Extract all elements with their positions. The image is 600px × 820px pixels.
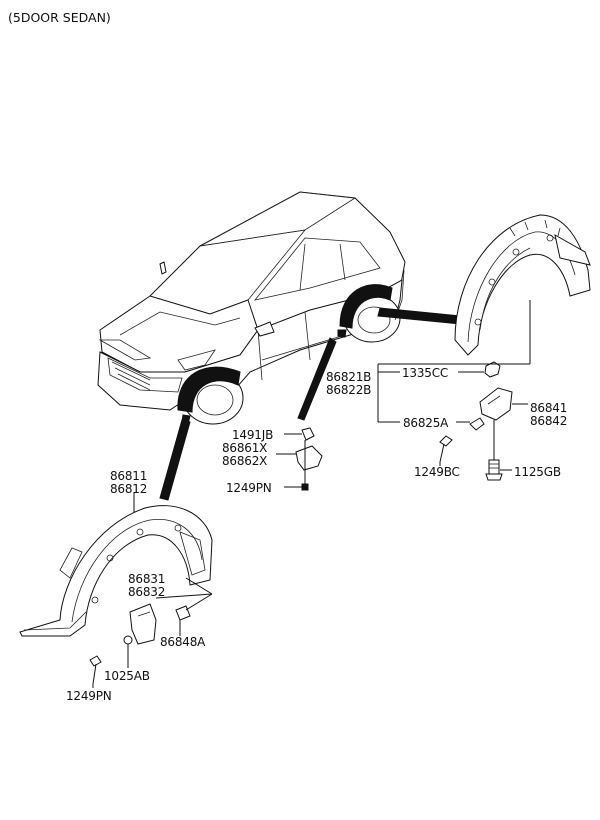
label-86825a: 86825A	[403, 416, 449, 430]
screw-1249pn-bottom	[89, 655, 102, 685]
nut-1025ab	[123, 635, 133, 645]
bracket-86861x	[295, 445, 323, 471]
label-86832: 86832	[128, 585, 165, 599]
label-86841: 86841	[530, 401, 567, 415]
label-1125gb: 1125GB	[514, 465, 561, 479]
label-1249pn-bottom: 1249PN	[66, 689, 112, 703]
label-1491jb: 1491JB	[232, 428, 273, 442]
bracket-86841	[479, 387, 513, 421]
label-1335cc: 1335CC	[402, 366, 448, 380]
label-86812: 86812	[110, 482, 147, 496]
rear-wheel-guard	[454, 214, 591, 356]
label-86821b: 86821B	[326, 370, 371, 384]
car-illustration	[97, 191, 406, 425]
leader-side-clip	[297, 337, 337, 421]
bracket-86831	[129, 603, 157, 645]
nut-1335cc	[484, 361, 501, 378]
front-wheel-guard	[19, 505, 213, 637]
label-86831: 86831	[128, 572, 165, 586]
label-86862x: 86862X	[222, 454, 267, 468]
label-86822b: 86822B	[326, 383, 371, 397]
screw-1249bc	[439, 435, 453, 463]
label-1249bc: 1249BC	[414, 465, 460, 479]
label-86848a: 86848A	[160, 635, 206, 649]
bolt-1125gb	[485, 459, 503, 481]
leader-front-liner	[159, 419, 191, 501]
label-1249pn-middle: 1249PN	[226, 481, 272, 495]
label-86811: 86811	[110, 469, 147, 483]
label-1025ab: 1025AB	[104, 669, 150, 683]
clip-86825a	[469, 417, 485, 431]
clip-1491jb	[301, 427, 315, 441]
leader-lines	[92, 300, 531, 688]
pin-1249pn-middle	[301, 483, 309, 491]
label-86842: 86842	[530, 414, 567, 428]
diagram-title: (5DOOR SEDAN)	[8, 10, 111, 25]
clip-86848a	[175, 605, 191, 621]
label-86861x: 86861X	[222, 441, 267, 455]
